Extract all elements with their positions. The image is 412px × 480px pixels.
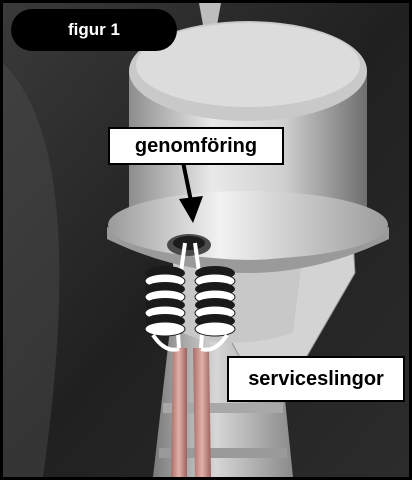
wire-left	[171, 348, 187, 477]
feedthrough-hole-inner	[173, 236, 205, 250]
figure-badge: figur 1	[11, 9, 177, 51]
service-loops-label: serviceslingor	[227, 356, 405, 402]
wire-right	[193, 348, 211, 477]
feedthrough-label: genomföring	[108, 127, 284, 165]
lamp-housing-illustration	[3, 3, 409, 477]
rim-face	[108, 191, 388, 259]
